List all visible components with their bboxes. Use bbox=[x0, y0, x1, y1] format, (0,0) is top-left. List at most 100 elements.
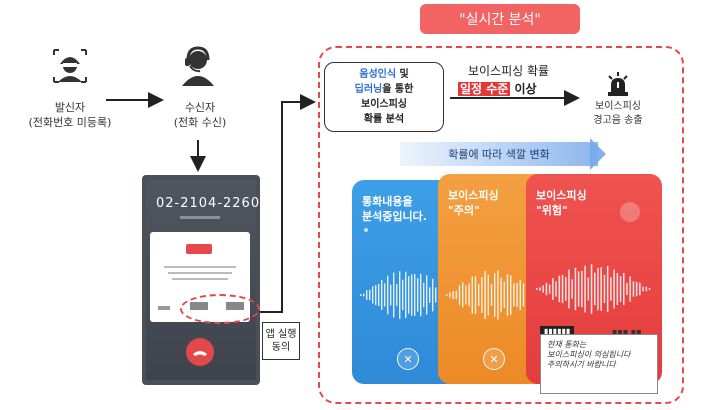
waveform-bar bbox=[384, 283, 386, 307]
analysis-line2-rest: 을 통한 bbox=[382, 84, 414, 95]
waveform-bar bbox=[417, 278, 419, 312]
caller-label: 발신자 (전화번호 미등록) bbox=[20, 100, 120, 130]
waveform-bar bbox=[484, 270, 486, 319]
waveform-bar bbox=[393, 272, 395, 318]
waveform-bar bbox=[522, 283, 525, 307]
card-analyzing-heading: 통화내용을 분석중입니다. bbox=[362, 194, 427, 224]
callout-line3: 주의하시기 바랍니다 bbox=[547, 360, 616, 369]
waveform-bar bbox=[516, 283, 518, 307]
card-caution-line1: 보이스피싱 bbox=[448, 189, 499, 202]
waveform-bar bbox=[587, 277, 590, 301]
waveform-bar bbox=[366, 290, 368, 300]
analysis-deep-learning: 딥러닝 bbox=[354, 84, 383, 95]
card-danger-heading: 보이스피싱 "위험" bbox=[536, 188, 587, 218]
waveform-bar bbox=[590, 264, 593, 314]
waveform-bar bbox=[616, 273, 619, 305]
waveform-bar bbox=[613, 269, 615, 309]
hangup-button[interactable] bbox=[186, 338, 214, 366]
card-danger-line1: 보이스피싱 bbox=[536, 189, 587, 202]
alert-label: 보이스피싱 경고음 송출 bbox=[580, 100, 656, 128]
warning-badge-icon bbox=[620, 202, 640, 222]
waveform-bar bbox=[360, 294, 362, 296]
probability-label: 보이스피싱 확률 bbox=[468, 64, 550, 78]
warning-callout: 현재 통화는 보이스피싱이 의심됩니다 주의하시기 바랍니다 bbox=[540, 334, 658, 394]
waveform-bar bbox=[597, 267, 599, 311]
waveform-bar bbox=[490, 284, 493, 306]
waveform-bar bbox=[645, 286, 648, 292]
waveform-bar bbox=[584, 265, 586, 313]
waveform-bar bbox=[500, 277, 502, 313]
dialog-text-line bbox=[164, 266, 236, 268]
app-run-line2: 동의 bbox=[271, 342, 291, 353]
waveform-bar bbox=[420, 273, 422, 317]
app-run-line1: 앱 실행 bbox=[265, 329, 297, 340]
waveform-bar bbox=[510, 275, 512, 315]
waveform-bar bbox=[396, 284, 398, 306]
card-close-button[interactable]: ✕ bbox=[483, 348, 505, 370]
analysis-line3: 보이스피싱 bbox=[361, 99, 407, 110]
hooded-caller-icon bbox=[53, 49, 87, 83]
waveform-bar bbox=[545, 282, 548, 296]
waveform-bar bbox=[487, 274, 489, 316]
card-analyzing-rest: 중입니다. bbox=[382, 210, 427, 223]
waveform-bar bbox=[552, 278, 554, 300]
waveform-bar bbox=[387, 275, 389, 315]
waveform-bar bbox=[405, 271, 407, 319]
callout-line1: 현재 통화는 bbox=[547, 340, 587, 349]
caller-detail: (전화번호 미등록) bbox=[28, 116, 112, 129]
caller-name: 발신자 bbox=[54, 101, 86, 114]
waveform-bar bbox=[635, 281, 638, 297]
waveform-bar bbox=[610, 277, 612, 301]
callout-tag-desc: ▪▪▪ ▪▪ bbox=[612, 327, 642, 336]
waveform-bar bbox=[642, 286, 644, 292]
waveform-bar bbox=[372, 286, 374, 304]
waveform-bar bbox=[632, 281, 635, 297]
waveform-bar bbox=[571, 279, 573, 299]
callout-line2: 보이스피싱이 의심됩니다 bbox=[547, 350, 631, 359]
waveform-bar bbox=[497, 270, 499, 320]
analysis-speech-recognition: 음성인식 bbox=[359, 69, 397, 80]
alert-line2: 경고음 송출 bbox=[593, 115, 643, 126]
siren-icon bbox=[608, 72, 628, 96]
receiver-name: 수신자 bbox=[184, 101, 216, 114]
waveform-bar bbox=[623, 272, 625, 306]
waveform-danger bbox=[536, 264, 651, 314]
waveform-bar bbox=[558, 275, 561, 303]
waveform-bar bbox=[462, 282, 464, 308]
waveform-bar bbox=[574, 267, 577, 311]
app-run-consent-label: 앱 실행 동의 bbox=[262, 322, 300, 360]
alert-line1: 보이스피싱 bbox=[595, 101, 641, 112]
app-logo bbox=[186, 244, 212, 254]
waveform-bar bbox=[402, 279, 404, 311]
waveform-bar bbox=[519, 280, 521, 310]
dialog-text-line bbox=[168, 272, 232, 274]
waveform-bar bbox=[446, 294, 448, 296]
waveform-bar bbox=[426, 275, 428, 315]
dialog-cancel-button[interactable] bbox=[158, 306, 170, 310]
waveform-bar bbox=[626, 283, 628, 295]
waveform-bar bbox=[603, 274, 606, 303]
analysis-box: 음성인식 및 딥러닝을 통한 보이스피싱 확률 분석 bbox=[324, 62, 444, 132]
receiver-detail: (전화 수신) bbox=[173, 116, 227, 129]
waveform-bar bbox=[565, 277, 567, 301]
realtime-analysis-region bbox=[318, 46, 684, 404]
waveform-bar bbox=[619, 276, 622, 302]
waveform-bar bbox=[369, 289, 371, 301]
waveform-bar bbox=[542, 285, 544, 293]
waveform-bar bbox=[600, 267, 602, 311]
waveform-bar bbox=[594, 272, 596, 306]
phone-hangup-icon bbox=[193, 351, 207, 356]
waveform-bar bbox=[455, 290, 457, 300]
card-caution-emph: "주의" bbox=[448, 204, 480, 217]
waveform-bar bbox=[639, 282, 641, 296]
waveform-bar bbox=[555, 281, 557, 297]
waveform-bar bbox=[478, 284, 480, 307]
analysis-line1-rest: 및 bbox=[396, 69, 409, 80]
waveform-bar bbox=[375, 285, 377, 305]
waveform-bar bbox=[390, 284, 392, 306]
headset-user-icon bbox=[182, 46, 214, 86]
card-close-button[interactable]: ✕ bbox=[397, 348, 419, 370]
waveform-bar bbox=[577, 271, 580, 307]
probability-suffix: 이상 bbox=[510, 82, 537, 96]
